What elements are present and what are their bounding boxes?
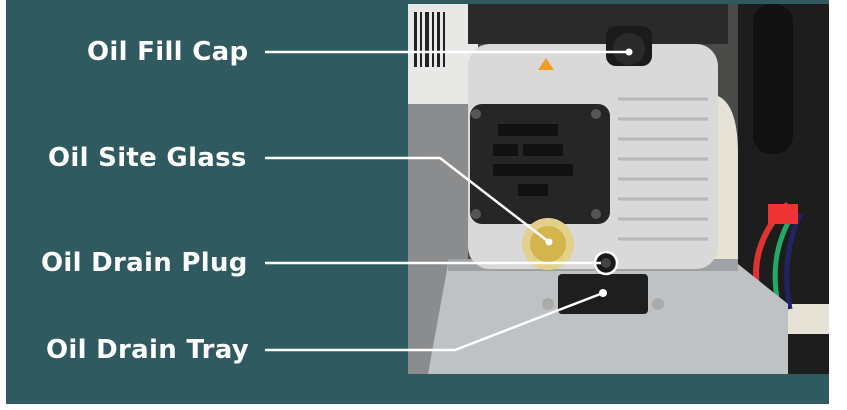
oil-drain-tray-label: Oil Drain Tray [46,335,249,365]
oil-drain-plug-label: Oil Drain Plug [41,248,248,278]
oil-site-glass-label: Oil Site Glass [48,143,247,173]
oil-fill-cap-label: Oil Fill Cap [87,37,249,67]
vacuum-pump-photo [408,4,829,374]
